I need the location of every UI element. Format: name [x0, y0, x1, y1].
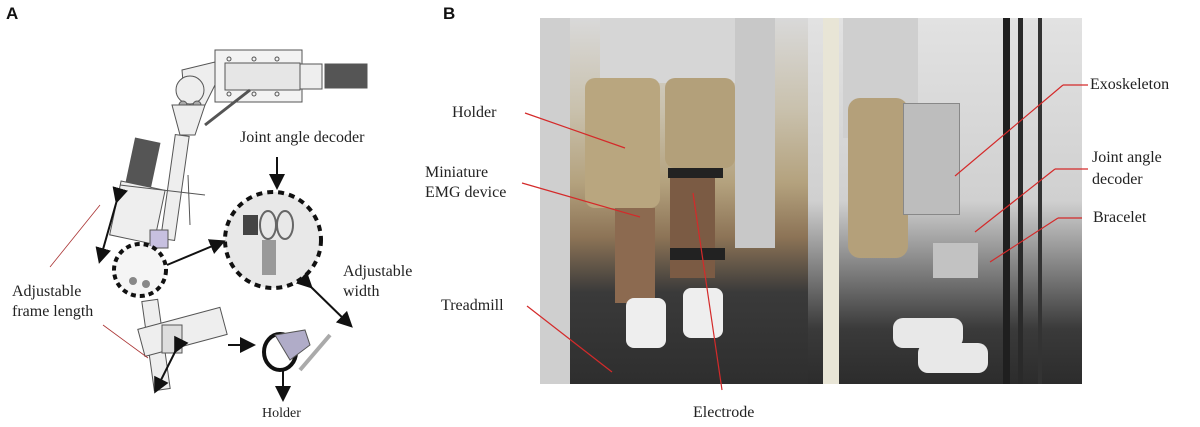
label-adjustable-frame-length-1: Adjustable [12, 283, 82, 300]
label-exoskeleton: Exoskeleton [1090, 76, 1170, 93]
label-bracelet: Bracelet [1093, 209, 1147, 226]
label-miniature-emg-1: Miniature [425, 164, 489, 181]
label-adjustable-width-1: Adjustable [343, 263, 413, 280]
label-joint-angle-decoder-b-2: decoder [1092, 171, 1143, 188]
label-electrode: Electrode [693, 404, 755, 421]
panel-b-letter: B [443, 4, 456, 23]
label-miniature-emg-2: EMG device [425, 184, 507, 201]
top-actuator [214, 49, 368, 103]
label-joint-angle-decoder-a: Joint angle decoder [240, 129, 365, 146]
side-view-photo [808, 18, 1082, 384]
label-treadmill: Treadmill [441, 297, 504, 314]
label-joint-angle-decoder-b-1: Joint angle [1092, 149, 1162, 166]
label-holder-b: Holder [452, 104, 497, 121]
label-adjustable-frame-length-2: frame length [12, 303, 94, 320]
exoskeleton-cad-drawing [49, 49, 368, 402]
label-holder-a: Holder [262, 406, 301, 421]
label-adjustable-width-2: width [343, 283, 380, 300]
panel-a-letter: A [6, 4, 19, 23]
